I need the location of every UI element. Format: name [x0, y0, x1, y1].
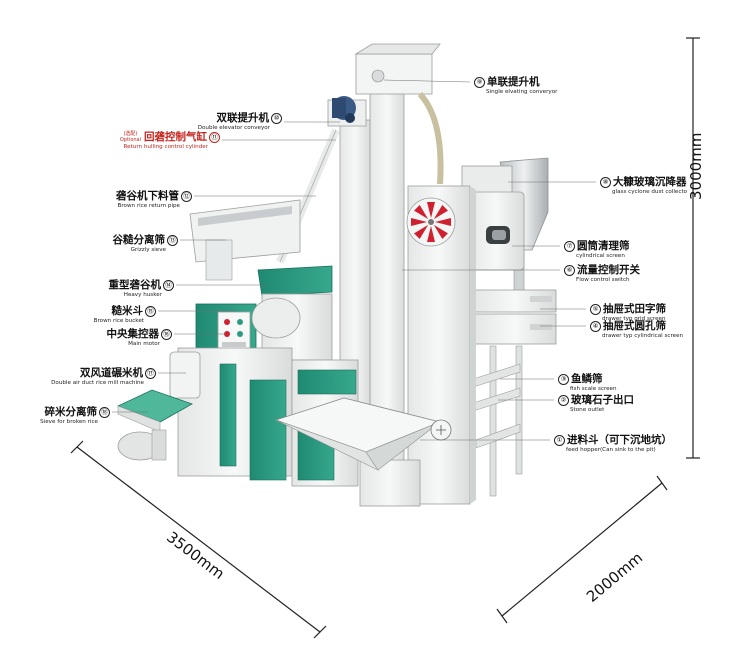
label-cn: 鱼鳞筛: [571, 373, 603, 386]
label-number: ⑯: [161, 329, 172, 340]
label-number: ⑭: [163, 280, 174, 291]
label-cn: 进料斗（可下沉地坑）: [567, 434, 672, 447]
rice-mill-body: [177, 297, 359, 487]
label-en: Sieve for broken rice: [40, 419, 98, 425]
red-fan-wheel: [406, 197, 456, 247]
label-number: ⑩: [271, 113, 282, 124]
optional-en: Optional: [119, 136, 141, 143]
label-number: ⑱: [99, 407, 110, 418]
label-en: Brown rice return pipe: [117, 203, 180, 209]
label-en: glass cyclone dust collecto: [612, 189, 688, 195]
label-number: ⑰: [145, 368, 156, 379]
label-cn: 碎米分离筛: [44, 406, 98, 419]
label-en: Flow control switch: [576, 277, 630, 283]
label-cn: 砻谷机下料管: [116, 190, 179, 203]
label-number: ⑬: [167, 235, 178, 246]
main-control-box: [217, 311, 251, 353]
label-number: ⑫: [181, 191, 192, 202]
label-number: ①: [554, 435, 565, 446]
label-cn: 双联提升机: [216, 112, 270, 125]
label-en: Double elevator conveyor: [197, 125, 270, 131]
label-cn: 抽屉式田字筛: [603, 303, 666, 316]
label-en: drawer typ cylindrical screen: [602, 333, 684, 339]
drawer-screens: [473, 289, 557, 345]
label-cn: 重型砻谷机: [108, 279, 162, 292]
double-air-duct-rice-mill: [169, 351, 201, 399]
label-number: ⑨: [474, 77, 485, 88]
label-en: Main motor: [128, 341, 160, 347]
broken-rice-sieve: [116, 389, 193, 461]
leader-lines: [112, 79, 596, 441]
label-cn: 中央集控器: [106, 328, 160, 341]
label-number: ⑤: [590, 304, 601, 315]
label-cn: 圆筒清理筛: [577, 240, 630, 253]
label-number: ②: [558, 395, 569, 406]
label-en: Grizzly sieve: [130, 247, 166, 253]
label-cn: 玻璃石子出口: [571, 394, 634, 407]
label-en: fish scale screen: [570, 386, 617, 392]
label-cn: 单联提升机: [487, 76, 540, 89]
grizzly-sieve: [189, 199, 301, 281]
right-support-frame: [469, 345, 523, 497]
label-en: Single elvating converyor: [486, 89, 558, 95]
label-number: ③: [558, 374, 569, 385]
label-en: drawer typ grid screen: [602, 316, 666, 322]
label-number: ⑧: [600, 177, 611, 188]
label-en: Double air duct rice mill machine: [51, 380, 144, 386]
label-en: Stone outlet: [570, 407, 605, 413]
label-number: ⑪: [209, 132, 220, 143]
label-cn: 流量控制开关: [577, 264, 640, 277]
label-cn: 谷糙分离筛: [112, 234, 166, 247]
label-cn: 回砻控制气缸: [144, 131, 207, 144]
label-en: Return hulling control cylinder: [123, 144, 208, 150]
label-en: feed hopper(Can sink to the pit): [566, 447, 656, 453]
feed-hopper: [274, 397, 452, 471]
label-number: ④: [590, 321, 601, 332]
label-cn: 大糠玻璃沉降器: [613, 176, 687, 189]
dimension-lines: [70, 37, 700, 639]
optional-badge: (选配)Optional: [120, 132, 141, 143]
label-number: ⑦: [564, 241, 575, 252]
label-cn: 抽屉式圆孔筛: [603, 320, 666, 333]
label-en: cylindrical screen: [576, 253, 625, 259]
dimension-height: 3000mm: [687, 132, 705, 200]
label-en: Brown rice bucket: [93, 318, 144, 324]
label-cn: 双风道碾米机: [80, 367, 143, 380]
label-number: ⑮: [145, 306, 156, 317]
label-cn: 糙米斗: [111, 305, 144, 318]
optional-cn: (选配): [123, 131, 138, 138]
label-number: ⑥: [564, 265, 575, 276]
label-en: Heavy husker: [123, 292, 162, 298]
